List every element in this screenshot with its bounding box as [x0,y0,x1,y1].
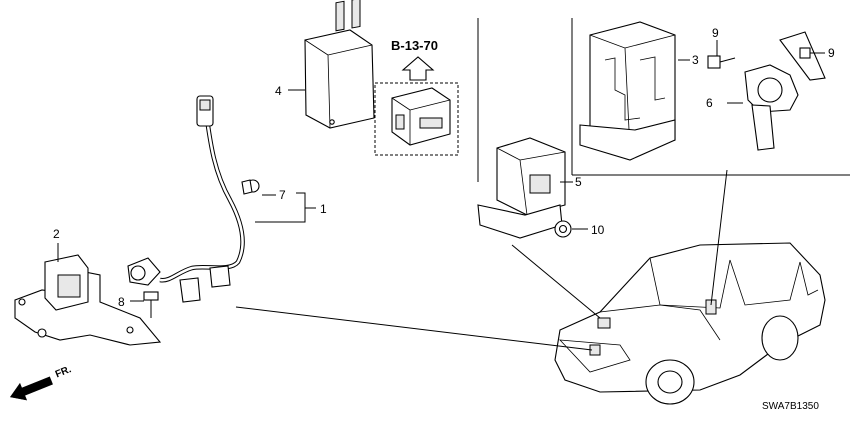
front-direction-indicator: FR. [9,364,73,401]
callout-9-right: 9 [828,46,835,60]
location-leader-lines [235,169,728,351]
callout-8: 8 [118,295,125,309]
module-part-3[interactable] [579,21,676,161]
callout-4: 4 [275,84,282,98]
sensor-part-6[interactable] [744,31,826,151]
reference-label[interactable]: B-13-70 [391,38,438,53]
control-unit-part-4[interactable] [304,0,375,129]
bolt-part-8[interactable] [143,291,159,318]
callout-5: 5 [575,175,582,189]
callout-9-left: 9 [712,26,719,40]
callout-7: 7 [279,188,286,202]
callout-10: 10 [591,223,605,237]
callout-3: 3 [692,53,699,67]
nut-part-10[interactable] [554,220,572,238]
unit-part-5[interactable] [477,137,566,239]
vehicle-illustration [554,242,826,405]
section-dividers [477,18,850,182]
callout-2: 2 [53,227,60,241]
reference-b-13-70[interactable] [374,56,459,156]
actuator-part-2[interactable] [14,254,162,346]
diagram-code: SWA7B1350 [762,401,819,412]
clip-part-7[interactable] [241,179,260,195]
bolt-part-9-left[interactable] [707,55,736,69]
wire-harness-part-1[interactable] [127,95,245,303]
callout-6: 6 [706,96,713,110]
front-direction-label: FR. [54,364,73,380]
callout-1: 1 [320,202,327,216]
bolt-part-9-right[interactable] [799,47,811,59]
